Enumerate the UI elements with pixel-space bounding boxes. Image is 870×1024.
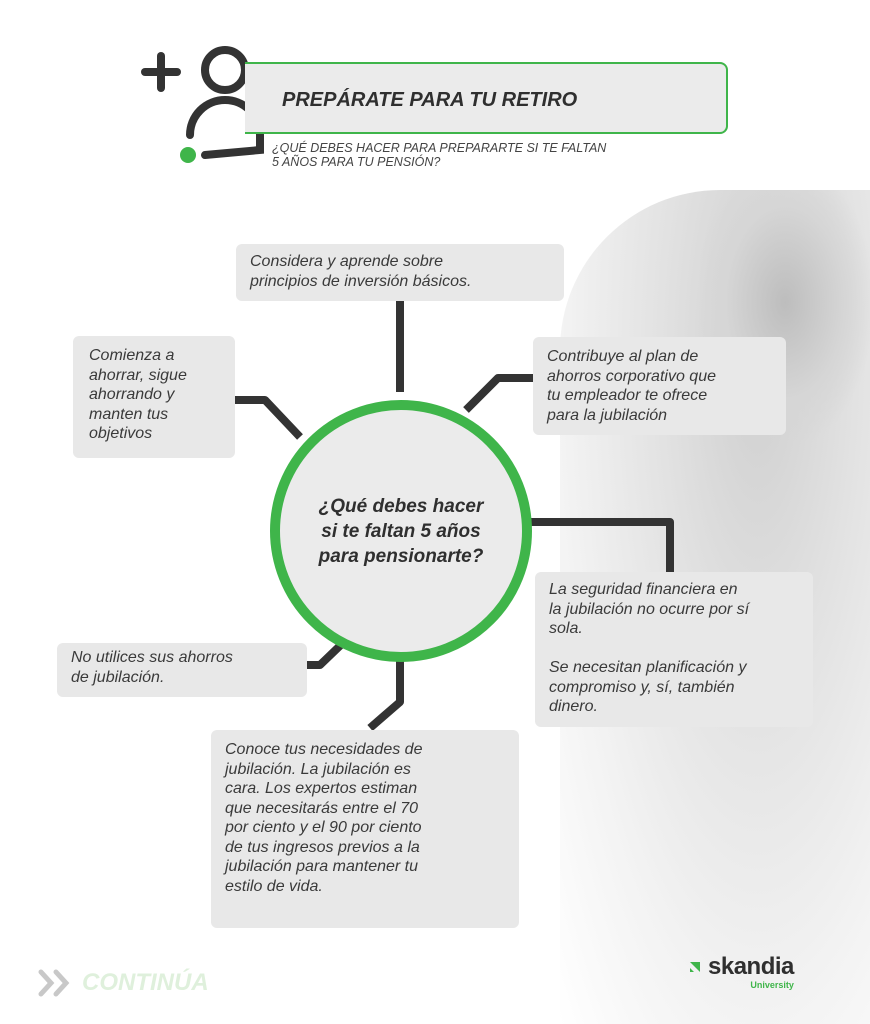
skandia-logo: skandia University <box>688 954 794 991</box>
central-question: ¿Qué debes hacer si te faltan 5 años par… <box>270 400 532 662</box>
title-banner <box>245 62 728 134</box>
continue-button[interactable]: CONTINÚA <box>38 968 209 998</box>
skandia-mark-icon <box>690 962 700 972</box>
double-chevron-icon <box>38 969 70 997</box>
page-subtitle: ¿QUÉ DEBES HACER PARA PREPARARTE SI TE F… <box>272 141 607 169</box>
tip-know-needs: Conoce tus necesidades de jubilación. La… <box>211 730 519 928</box>
tip-corporate-plan: Contribuye al plan de ahorros corporativ… <box>533 337 786 435</box>
brand-name: skandia <box>708 953 794 980</box>
tip-financial-security: La seguridad financiera en la jubilación… <box>535 572 813 727</box>
tip-start-saving: Comienza a ahorrar, sigue ahorrando y ma… <box>73 336 235 458</box>
brand-sub: University <box>750 980 794 990</box>
page-title: PREPÁRATE PARA TU RETIRO <box>282 89 578 111</box>
continue-label: CONTINÚA <box>82 969 209 996</box>
tip-investment-principles: Considera y aprende sobre principios de … <box>236 244 564 301</box>
tip-dont-use-savings: No utilices sus ahorros de jubilación. <box>57 643 307 697</box>
